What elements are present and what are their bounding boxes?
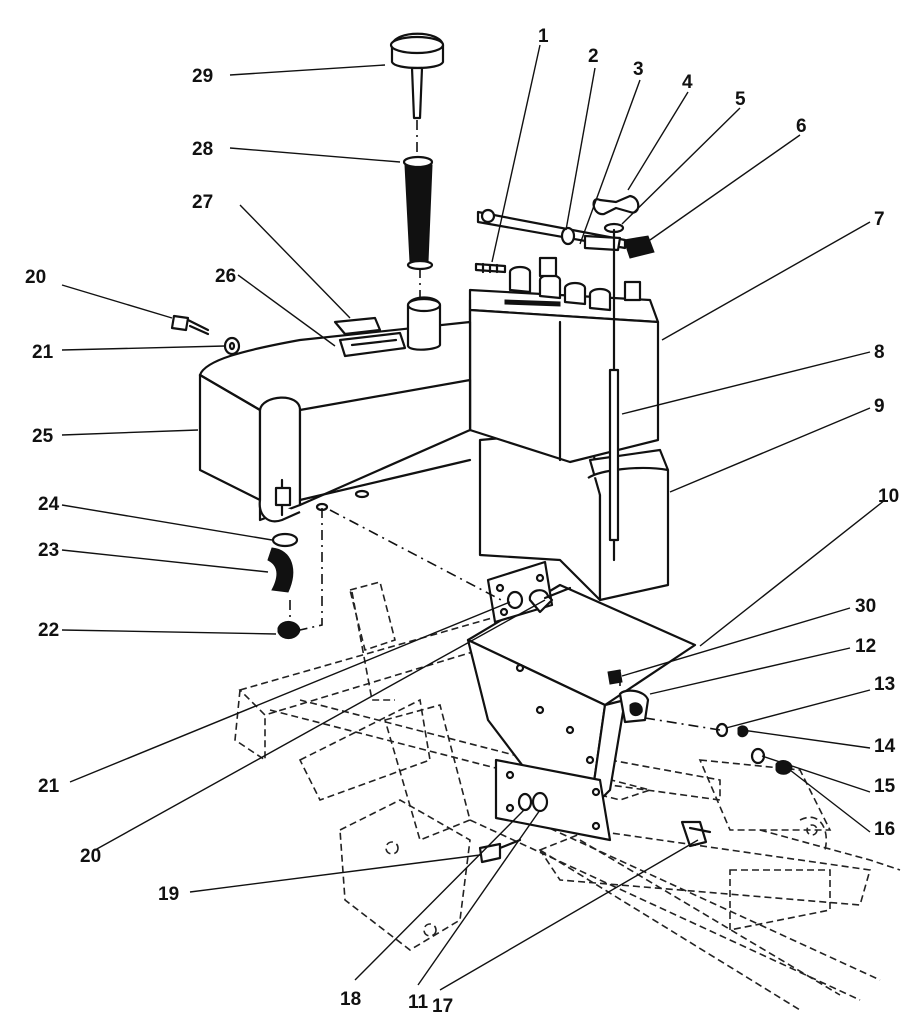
battery [468,256,660,464]
callout-28: 28 [192,139,213,160]
callout-19: 19 [158,884,179,905]
callout-9: 9 [874,396,885,417]
callout-26: 26 [215,266,236,287]
callout-20-upper: 20 [25,267,46,288]
callout-30: 30 [855,596,876,617]
callout-labels: 1 2 3 4 5 6 7 8 9 10 30 12 13 14 15 16 1… [25,26,899,1017]
hold-down-hardware [474,194,655,562]
callout-11: 11 [408,992,429,1013]
callout-3: 3 [633,59,644,80]
leader-lines [61,44,886,991]
callout-15: 15 [874,776,896,797]
callout-7: 7 [874,209,885,230]
callout-21-lower: 21 [38,776,60,797]
callout-4: 4 [682,72,693,93]
callout-6: 6 [796,116,807,137]
fuel-tank [198,296,472,523]
callout-25: 25 [32,426,54,447]
callout-23: 23 [38,540,59,561]
callout-13: 13 [874,674,895,695]
callout-12: 12 [855,636,876,657]
callout-24: 24 [38,494,60,515]
callout-10: 10 [878,486,899,507]
callout-2: 2 [588,46,599,67]
callout-20-lower: 20 [80,846,101,867]
callout-17: 17 [432,996,453,1017]
callout-29: 29 [192,66,213,87]
callout-21-upper: 21 [32,342,54,363]
callout-14: 14 [874,736,896,757]
callout-27: 27 [192,192,213,213]
callout-1: 1 [538,26,549,47]
mounting-bracket [466,560,697,842]
callout-5: 5 [735,89,746,110]
callout-8: 8 [874,342,885,363]
tractor-frame [234,581,901,1011]
small-parts [170,314,793,864]
callout-18: 18 [340,989,361,1010]
callout-16: 16 [874,819,895,840]
filler-neck-and-cap [389,32,445,298]
callout-22: 22 [38,620,59,641]
